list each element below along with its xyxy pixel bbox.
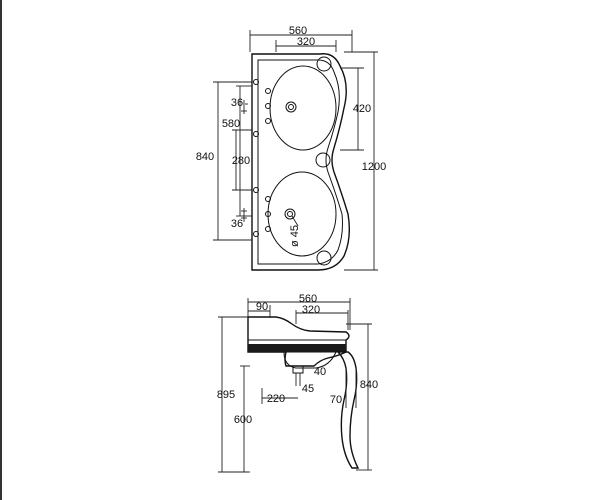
tap-hole	[265, 118, 271, 124]
dim-70-side: 70	[330, 368, 357, 408]
dim-label: 320	[302, 304, 320, 316]
tap-hole	[265, 211, 271, 217]
tap-hole	[253, 79, 259, 85]
dim-420-right: 420	[340, 67, 371, 151]
dim-36-bottom: 36	[231, 208, 247, 230]
side-basin-top	[247, 316, 350, 367]
dim-label: 580	[222, 118, 240, 130]
top-right-corner-circle	[316, 56, 332, 72]
top-view: 560 320 840 580	[196, 25, 386, 271]
tap-hole	[253, 187, 259, 193]
dim-320-side: 320	[295, 304, 349, 330]
side-drain-stub	[292, 365, 304, 374]
dim-label: 320	[297, 36, 315, 48]
dim-840-side: 840	[346, 323, 378, 471]
dim-90-side: 90	[248, 301, 271, 318]
dim-label: 45	[302, 383, 314, 395]
upper-drain-inner	[288, 104, 294, 110]
side-bowl-underside	[283, 351, 337, 369]
dim-840-left: 840	[196, 81, 252, 241]
dim-label: 1200	[362, 161, 386, 173]
dim-label: 280	[232, 155, 250, 167]
tap-hole	[253, 131, 259, 137]
dim-label: 36	[231, 218, 243, 230]
top-basin-outline	[251, 53, 351, 271]
dim-280-left: 280	[232, 129, 252, 191]
dim-label: 840	[360, 379, 378, 391]
top-basin-inner-rim	[257, 59, 343, 265]
dim-label: 36	[231, 97, 243, 109]
dim-220-side: 220	[261, 388, 298, 405]
lower-drain	[284, 208, 296, 220]
dim-label: 560	[289, 25, 307, 37]
dim-label: 90	[256, 301, 268, 313]
dim-label: 895	[217, 389, 235, 401]
tap-hole	[265, 88, 271, 94]
dim-label: 40	[314, 366, 326, 378]
lower-bowl	[267, 171, 337, 257]
tap-hole	[265, 226, 271, 232]
dim-1200-right: 1200	[344, 51, 386, 271]
dim-label: 420	[353, 103, 371, 115]
bottom-right-corner-circle	[316, 250, 332, 266]
side-basin-dark-band	[248, 344, 346, 352]
dim-560-top: 560	[249, 25, 353, 52]
dim-36-top: 36	[231, 97, 248, 114]
center-circle	[315, 152, 331, 168]
dim-320-top: 320	[275, 36, 337, 52]
side-view: 560 90 320 895	[217, 293, 378, 473]
dim-label: ø 45	[289, 225, 301, 247]
dim-label: 840	[196, 151, 214, 163]
upper-drain	[285, 101, 297, 113]
dim-trap-side: 40 45	[295, 366, 326, 395]
dim-drain-dia: ø 45	[289, 215, 301, 247]
dim-label: 560	[299, 293, 317, 305]
tap-hole	[265, 196, 271, 202]
dim-label: 220	[267, 393, 285, 405]
tap-hole	[265, 103, 271, 109]
left-border-line	[0, 0, 2, 500]
dim-label: 600	[234, 414, 252, 426]
dim-600-side: 600	[234, 365, 252, 473]
dim-560-side: 560	[247, 293, 351, 330]
lower-drain-inner	[287, 211, 293, 217]
upper-bowl	[269, 65, 337, 151]
side-leg	[336, 351, 360, 469]
dim-label: 70	[330, 394, 342, 406]
tap-hole	[253, 231, 259, 237]
dim-895-side: 895	[217, 316, 248, 473]
